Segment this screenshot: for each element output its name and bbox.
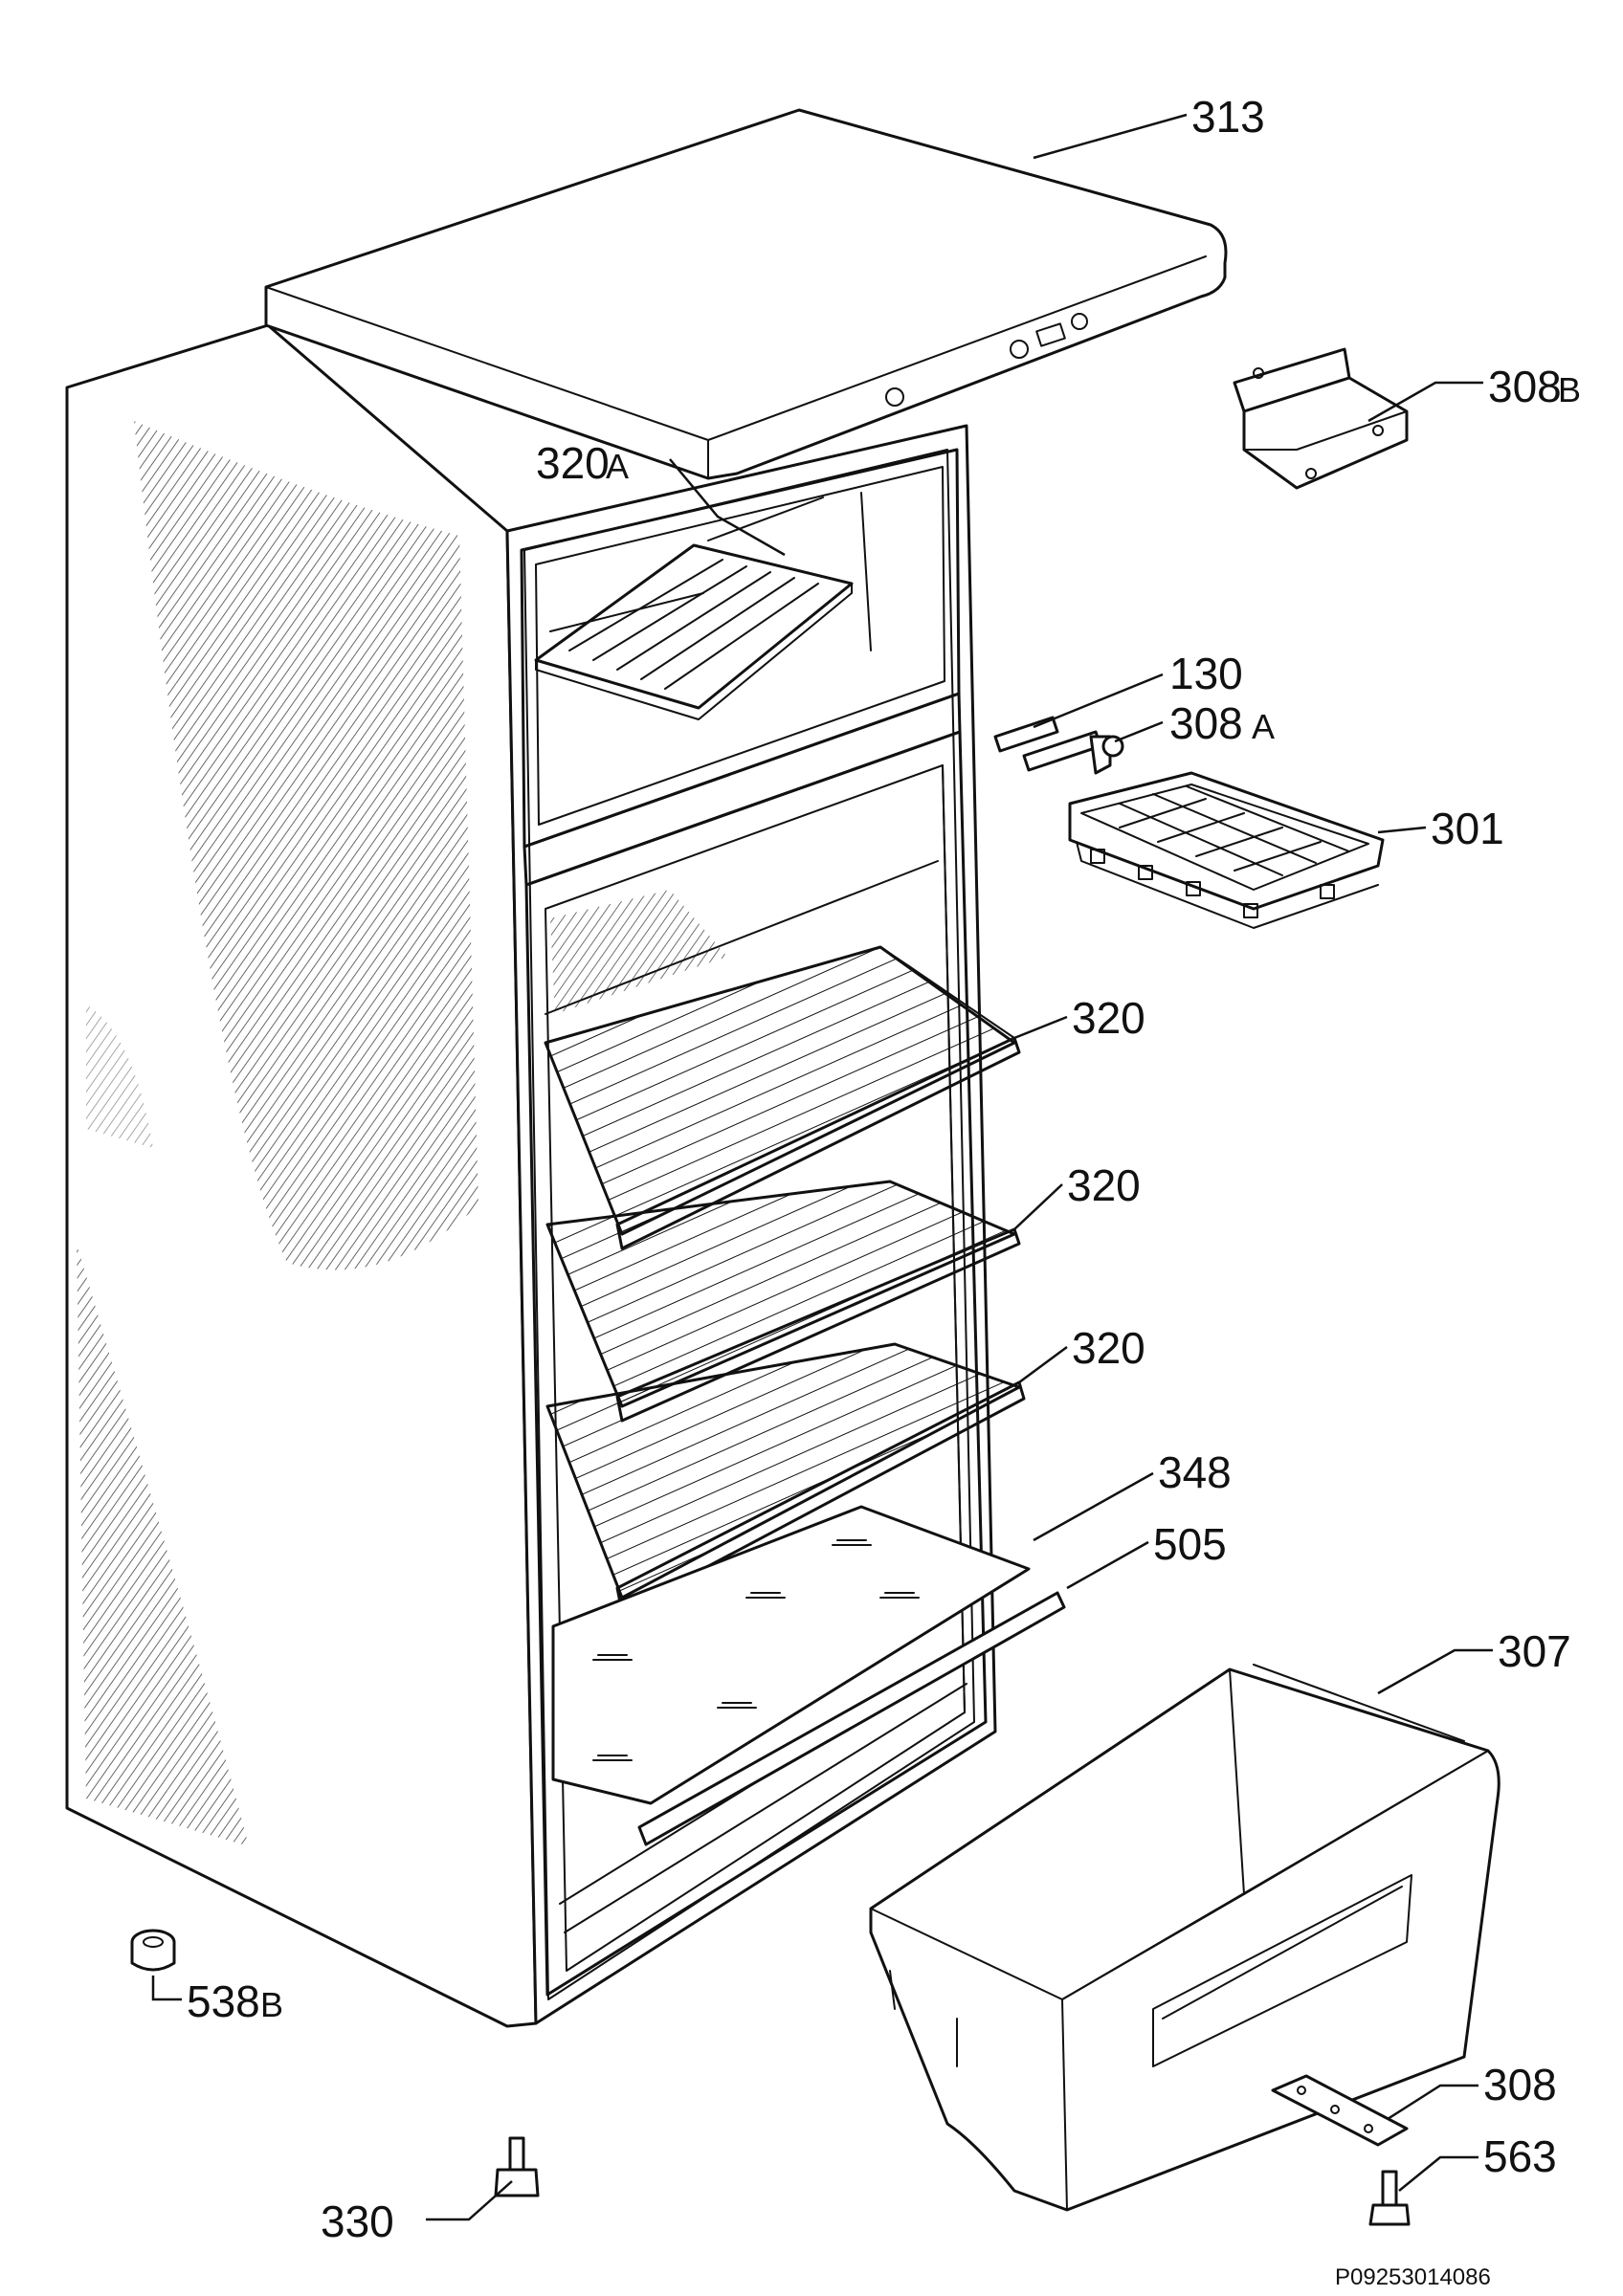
callout-130-number: 130 xyxy=(1169,649,1243,698)
callout-307-number: 307 xyxy=(1498,1626,1571,1676)
callout-308A-suffix: A xyxy=(1252,707,1275,746)
callout-320A-suffix: A xyxy=(606,447,629,486)
reference-code: P09253014086 xyxy=(1335,2264,1491,2290)
callout-301-number: 301 xyxy=(1431,804,1504,853)
callout-320A: 320 A xyxy=(536,438,629,488)
callout-563-number: 563 xyxy=(1483,2131,1557,2181)
callout-308-number: 308 xyxy=(1483,2060,1557,2109)
callout-320-1: 320 xyxy=(1072,993,1145,1043)
callout-308A-number: 308 xyxy=(1169,698,1243,748)
callout-307: 307 xyxy=(1498,1626,1571,1676)
crisper-drawer-part xyxy=(869,1664,1501,2212)
callout-330-number: 330 xyxy=(321,2197,394,2246)
callout-320-2-number: 320 xyxy=(1067,1160,1141,1210)
callout-320-2: 320 xyxy=(1067,1160,1141,1210)
callout-320-3-number: 320 xyxy=(1072,1323,1145,1373)
callout-301: 301 xyxy=(1431,804,1504,853)
cabinet-body xyxy=(65,323,997,2028)
callout-130: 130 xyxy=(1169,649,1243,698)
callout-348: 348 xyxy=(1158,1447,1232,1497)
callout-313: 313 xyxy=(1191,92,1265,142)
callout-538B-suffix: B xyxy=(260,1985,283,2024)
callout-308: 308 xyxy=(1483,2060,1557,2109)
callout-505: 505 xyxy=(1153,1519,1227,1569)
callout-330: 330 xyxy=(321,2197,394,2246)
callout-538B: 538 B xyxy=(187,1976,283,2026)
freezer-shelf-part xyxy=(534,497,854,720)
callout-308B-number: 308 xyxy=(1488,362,1562,411)
upper-hinge-part xyxy=(1022,730,1124,775)
adjustable-foot-563-part xyxy=(1368,2170,1411,2226)
top-cover-part xyxy=(264,108,1228,480)
callout-320-1-number: 320 xyxy=(1072,993,1145,1043)
adjustable-foot-330-part xyxy=(494,2136,540,2197)
callout-308A: 308 A xyxy=(1169,698,1275,748)
callout-308B: 308 B xyxy=(1488,362,1581,411)
ice-tray-part xyxy=(1068,771,1385,929)
bottom-hinge-part xyxy=(1271,2074,1409,2147)
leader-lines xyxy=(151,113,1493,2221)
top-bracket-part xyxy=(1233,347,1409,490)
hinge-cover-part xyxy=(993,716,1059,753)
shelf-trim-part xyxy=(637,1591,1066,1846)
callout-505-number: 505 xyxy=(1153,1519,1227,1569)
callout-348-number: 348 xyxy=(1158,1447,1232,1497)
callout-320-3: 320 xyxy=(1072,1323,1145,1373)
leveling-nut-part xyxy=(130,1929,176,1972)
callout-538B-number: 538 xyxy=(187,1976,260,2026)
callout-308B-suffix: B xyxy=(1558,370,1581,409)
callout-313-number: 313 xyxy=(1191,92,1265,142)
callout-320A-number: 320 xyxy=(536,438,610,488)
glass-shelf-part xyxy=(551,1505,1031,1805)
callout-563: 563 xyxy=(1483,2131,1557,2181)
